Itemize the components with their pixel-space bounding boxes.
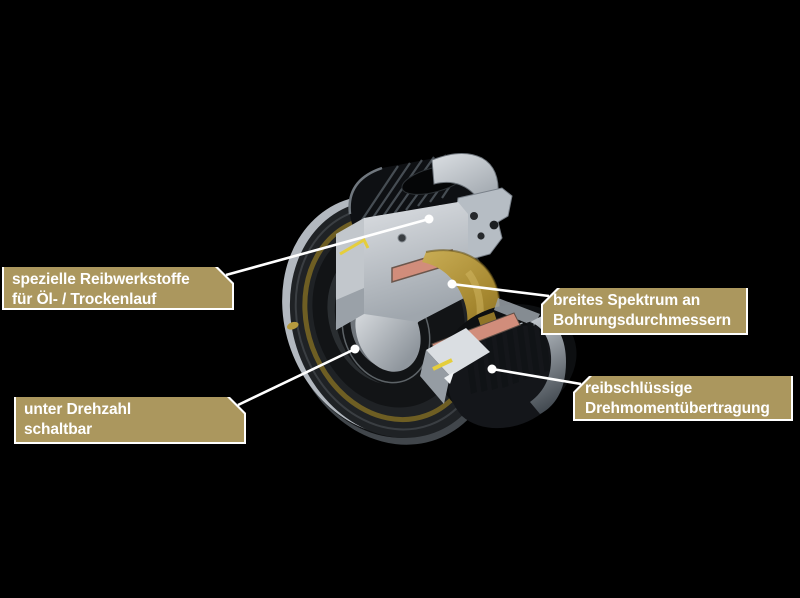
key-tab (287, 321, 299, 330)
end-cap-bottom (530, 316, 566, 414)
callout-fill (16, 397, 244, 442)
callout-fill (543, 288, 746, 333)
leader-dots (350, 214, 497, 374)
callout-text-line: Drehmomentübertragung (585, 399, 770, 417)
callout-text-line: unter Drehzahl (24, 401, 132, 418)
callout-text-line: spezielle Reibwerkstoffe (12, 271, 190, 288)
leader-dot-bore-diameters (447, 279, 457, 289)
callout-text-line: schaltbar (24, 420, 93, 438)
leader-dot-friction-torque (487, 364, 497, 374)
callout-text-line: für Öl- / Trockenlauf (12, 290, 157, 308)
leader-dot-switchable (350, 344, 360, 354)
callout-text-line: reibschlüssige (585, 380, 693, 397)
leader-switchable (237, 347, 356, 407)
callout-friction-materials: spezielle Reibwerkstoffe für Öl- / Trock… (2, 267, 234, 310)
leader-friction-torque (491, 367, 582, 386)
leader-lines (225, 217, 582, 407)
leader-dot-friction-materials (424, 214, 434, 224)
leader-bore-diameters (451, 282, 550, 298)
callout-fill (4, 267, 232, 308)
callout-text-line: breites Spektrum an (553, 292, 701, 309)
callout-fill (575, 376, 791, 419)
callout-switchable-under-speed: unter Drehzahl schaltbar (14, 397, 246, 444)
callout-bore-diameters: breites Spektrum an Bohrungsdurchmessern (541, 288, 748, 335)
brass-accent-lower (432, 358, 453, 371)
leader-friction-materials (225, 217, 430, 277)
callout-friction-torque: reibschlüssige Drehmomentübertragung (573, 376, 793, 421)
callout-text-line: Bohrungsdurchmessern (553, 311, 732, 329)
brass-accent-upper (339, 237, 370, 256)
